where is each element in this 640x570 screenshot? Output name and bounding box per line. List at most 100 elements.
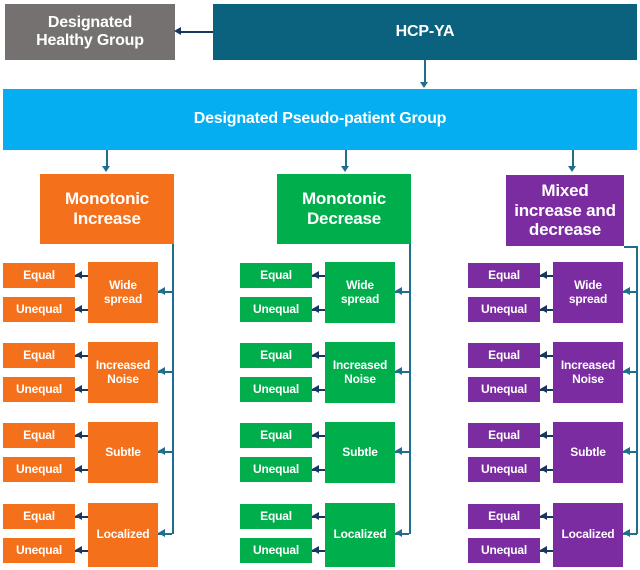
connector-trunk-to-subtle-2 (623, 451, 637, 453)
designated-pseudo-patient-group-band: Designated Pseudo-patient Group (3, 89, 637, 150)
branch-box-wide-spread-mixed: Wide spread (553, 262, 623, 323)
arrowhead-increased-noise-to-equal-2 (540, 351, 547, 359)
connector-trunk-to-localized-0 (158, 533, 172, 535)
arrowhead-increased-noise-to-equal-0 (75, 351, 82, 359)
arrowhead-wide-spread-to-equal-0 (75, 271, 82, 279)
arrowhead-wide-spread-to-equal-1 (312, 271, 319, 279)
arrowhead-subtle-to-unequal-2 (540, 465, 547, 473)
arrowhead-trunk-to-subtle-1 (395, 447, 402, 455)
arrowhead-trunk-to-localized-0 (158, 529, 165, 537)
leaf-box-unequal-wide-spread-monotonic-increase: Unequal (3, 297, 75, 322)
arrowhead-subtle-to-unequal-0 (75, 465, 82, 473)
leaf-box-equal-increased-noise-monotonic-decrease: Equal (240, 343, 312, 368)
connector-trunk-to-localized-1 (395, 533, 409, 535)
arrowhead-increased-noise-to-equal-1 (312, 351, 319, 359)
arrowhead-wide-spread-to-unequal-2 (540, 305, 547, 313)
arrowhead-increased-noise-to-unequal-2 (540, 385, 547, 393)
leaf-box-unequal-increased-noise-mixed: Unequal (468, 377, 540, 402)
arrowhead-localized-to-equal-0 (75, 512, 82, 520)
branch-box-subtle-monotonic-increase: Subtle (88, 422, 158, 483)
arrowhead-localized-to-unequal-0 (75, 546, 82, 554)
arrowhead-hcpya-to-pseudo (420, 82, 428, 88)
connector-trunk-to-increased-noise-2 (623, 371, 637, 373)
branch-box-localized-monotonic-increase: Localized (88, 503, 158, 567)
arrowhead-trunk-to-localized-2 (623, 529, 630, 537)
arrowhead-wide-spread-to-unequal-0 (75, 305, 82, 313)
arrowhead-wide-spread-to-unequal-1 (312, 305, 319, 313)
leaf-box-equal-increased-noise-monotonic-increase: Equal (3, 343, 75, 368)
connector-hcpya-to-healthy (181, 31, 213, 33)
arrowhead-trunk-to-increased-noise-0 (158, 367, 165, 375)
arrowhead-increased-noise-to-unequal-0 (75, 385, 82, 393)
leaf-box-unequal-localized-monotonic-decrease: Unequal (240, 538, 312, 563)
arrowhead-subtle-to-equal-1 (312, 431, 319, 439)
leaf-box-equal-subtle-monotonic-decrease: Equal (240, 423, 312, 448)
trunk-line-mixed-increase-and-decrease (636, 246, 638, 534)
leaf-box-unequal-increased-noise-monotonic-decrease: Unequal (240, 377, 312, 402)
leaf-box-equal-subtle-mixed: Equal (468, 423, 540, 448)
leaf-box-unequal-subtle-mixed: Unequal (468, 457, 540, 482)
trunk-line-monotonic-increase (172, 244, 174, 534)
arrowhead-trunk-to-subtle-0 (158, 447, 165, 455)
branch-box-increased-noise-monotonic-decrease: Increased Noise (325, 342, 395, 403)
arrowhead-band-to-col-2 (568, 166, 576, 172)
leaf-box-unequal-localized-mixed: Unequal (468, 538, 540, 563)
hcp-ya-box: HCP-YA (213, 4, 637, 60)
arrowhead-band-to-col-0 (102, 166, 110, 172)
leaf-box-equal-increased-noise-mixed: Equal (468, 343, 540, 368)
arrowhead-trunk-to-wide-spread-0 (158, 287, 165, 295)
branch-box-localized-mixed: Localized (553, 503, 623, 567)
leaf-box-unequal-subtle-monotonic-increase: Unequal (3, 457, 75, 482)
branch-box-wide-spread-monotonic-decrease: Wide spread (325, 262, 395, 323)
branch-box-subtle-monotonic-decrease: Subtle (325, 422, 395, 483)
arrowhead-trunk-to-increased-noise-1 (395, 367, 402, 375)
leaf-box-unequal-increased-noise-monotonic-increase: Unequal (3, 377, 75, 402)
leaf-box-unequal-localized-monotonic-increase: Unequal (3, 538, 75, 563)
arrowhead-trunk-to-localized-1 (395, 529, 402, 537)
connector-trunk-to-subtle-1 (395, 451, 409, 453)
connector-trunk-to-localized-2 (623, 533, 637, 535)
connector-band-to-col-2 (572, 150, 574, 167)
column-header-mixed-increase-and-decrease: Mixed increase and decrease (506, 175, 624, 246)
connector-band-to-col-0 (106, 150, 108, 167)
connector-trunk-to-wide-spread-0 (158, 291, 172, 293)
arrowhead-hcpya-to-healthy (174, 27, 181, 35)
connector-trunk-to-wide-spread-2 (623, 291, 637, 293)
arrowhead-trunk-to-wide-spread-1 (395, 287, 402, 295)
branch-box-increased-noise-mixed: Increased Noise (553, 342, 623, 403)
arrowhead-subtle-to-equal-2 (540, 431, 547, 439)
arrowhead-trunk-to-increased-noise-2 (623, 367, 630, 375)
arrowhead-band-to-col-1 (341, 166, 349, 172)
leaf-box-unequal-wide-spread-monotonic-decrease: Unequal (240, 297, 312, 322)
arrowhead-subtle-to-equal-0 (75, 431, 82, 439)
arrowhead-trunk-to-wide-spread-2 (623, 287, 630, 295)
connector-trunk-to-wide-spread-1 (395, 291, 409, 293)
connector-trunk-to-subtle-0 (158, 451, 172, 453)
leaf-box-equal-subtle-monotonic-increase: Equal (3, 423, 75, 448)
connector-trunk-to-increased-noise-1 (395, 371, 409, 373)
column-header-monotonic-increase: Monotonic Increase (40, 174, 174, 244)
arrowhead-localized-to-equal-2 (540, 512, 547, 520)
leaf-box-equal-localized-mixed: Equal (468, 504, 540, 529)
connector-trunk-to-increased-noise-0 (158, 371, 172, 373)
arrowhead-trunk-to-subtle-2 (623, 447, 630, 455)
leaf-box-equal-wide-spread-monotonic-decrease: Equal (240, 263, 312, 288)
branch-box-increased-noise-monotonic-increase: Increased Noise (88, 342, 158, 403)
arrowhead-subtle-to-unequal-1 (312, 465, 319, 473)
leaf-box-equal-wide-spread-monotonic-increase: Equal (3, 263, 75, 288)
connector-header-to-trunk-2 (624, 246, 638, 248)
designated-healthy-group-box: Designated Healthy Group (5, 4, 175, 60)
arrowhead-localized-to-equal-1 (312, 512, 319, 520)
connector-band-to-col-1 (345, 150, 347, 167)
leaf-box-equal-localized-monotonic-increase: Equal (3, 504, 75, 529)
leaf-box-unequal-subtle-monotonic-decrease: Unequal (240, 457, 312, 482)
connector-hcpya-to-pseudo (424, 60, 426, 83)
arrowhead-wide-spread-to-equal-2 (540, 271, 547, 279)
column-header-monotonic-decrease: Monotonic Decrease (277, 174, 411, 244)
arrowhead-increased-noise-to-unequal-1 (312, 385, 319, 393)
leaf-box-equal-localized-monotonic-decrease: Equal (240, 504, 312, 529)
branch-box-subtle-mixed: Subtle (553, 422, 623, 483)
branch-box-localized-monotonic-decrease: Localized (325, 503, 395, 567)
trunk-line-monotonic-decrease (409, 244, 411, 534)
